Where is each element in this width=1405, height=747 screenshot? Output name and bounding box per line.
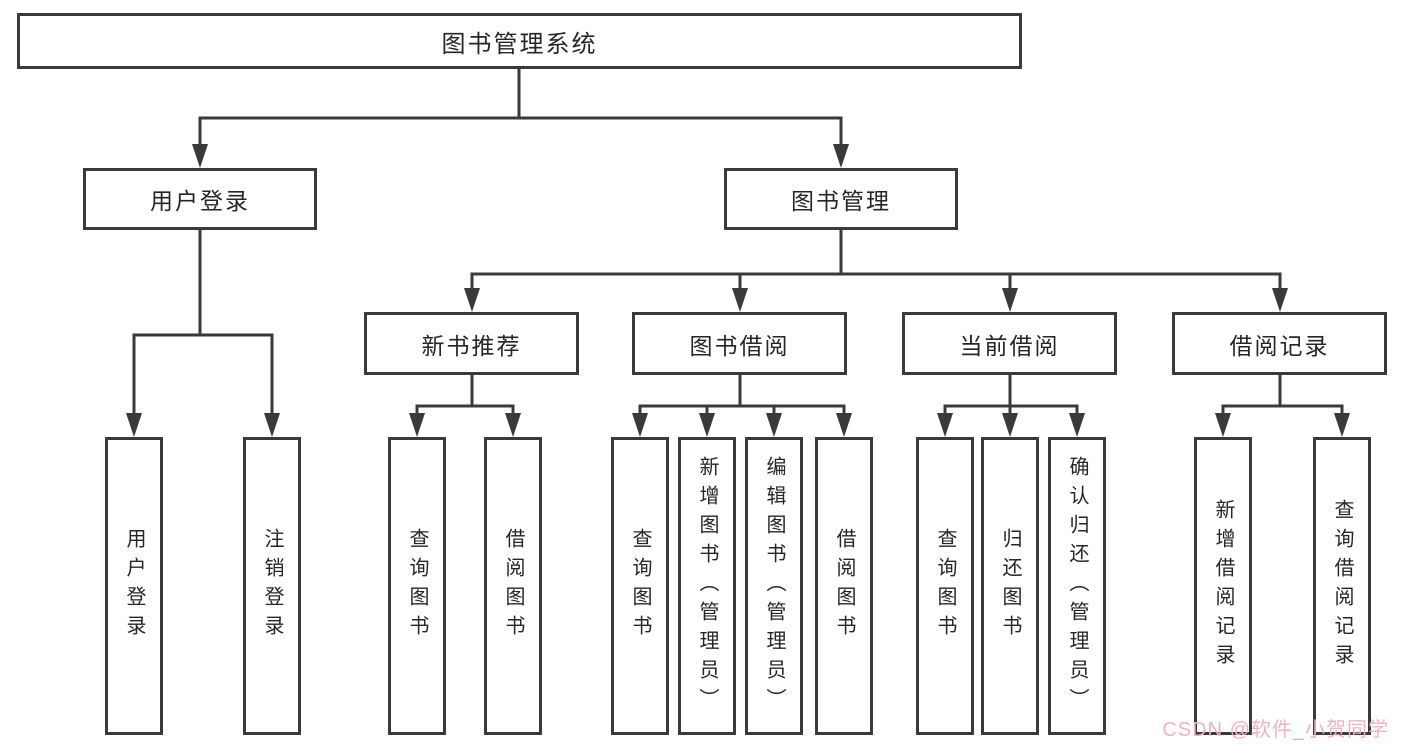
node-book-management-label: 图书管理: [791, 188, 891, 214]
arrow-icon: [1002, 413, 1018, 437]
node-book-borrow-label: 图书借阅: [689, 332, 790, 359]
node-leaf-record-add-label: 新增借阅记录: [1212, 499, 1234, 673]
arrow-icon: [192, 144, 208, 168]
node-leaf-current-return-label: 归还图书: [999, 528, 1021, 644]
node-leaf-record-query-label: 查询借阅记录: [1331, 499, 1353, 673]
arrow-icon: [409, 413, 425, 437]
arrow-icon: [1334, 413, 1350, 437]
node-current-borrow: 当前借阅: [902, 312, 1117, 375]
arrow-icon: [833, 144, 849, 168]
node-user-login-label: 用户登录: [150, 188, 250, 214]
arrow-icon: [937, 413, 953, 437]
node-leaf-logout: 注销登录: [243, 437, 301, 735]
arrow-icon: [264, 413, 280, 437]
arrow-icon: [126, 413, 142, 437]
node-leaf-current-return: 归还图书: [981, 437, 1039, 735]
arrow-icon: [1002, 288, 1018, 312]
node-leaf-newbook-query-label: 查询图书: [406, 528, 428, 644]
node-root-label: 图书管理系统: [441, 30, 598, 58]
arrow-icon: [766, 413, 782, 437]
watermark: CSDN @软件_小贺同学: [1162, 719, 1389, 741]
arrow-icon: [505, 413, 521, 437]
arrowheads: [126, 144, 1350, 437]
arrow-icon: [836, 413, 852, 437]
connector-path: [132, 67, 1344, 421]
arrow-icon: [699, 413, 715, 437]
node-book-borrow: 图书借阅: [632, 312, 847, 375]
node-leaf-borrow-edit: 编辑图书（管理员）: [745, 437, 803, 735]
node-leaf-newbook-borrow-label: 借阅图书: [502, 528, 524, 644]
node-new-book-recommend: 新书推荐: [364, 312, 579, 375]
node-leaf-record-query: 查询借阅记录: [1313, 437, 1371, 735]
node-leaf-user-login-label: 用户登录: [123, 528, 145, 644]
node-leaf-current-query: 查询图书: [916, 437, 974, 735]
node-borrow-record: 借阅记录: [1172, 312, 1387, 375]
node-user-login: 用户登录: [83, 168, 317, 230]
arrow-icon: [632, 413, 648, 437]
node-leaf-newbook-query: 查询图书: [388, 437, 446, 735]
node-leaf-current-confirm: 确认归还（管理员）: [1048, 437, 1106, 735]
node-borrow-record-label: 借阅记录: [1229, 332, 1330, 359]
node-leaf-borrow-query: 查询图书: [611, 437, 669, 735]
node-leaf-borrow-borrow-label: 借阅图书: [833, 528, 855, 644]
node-leaf-borrow-edit-label: 编辑图书（管理员）: [763, 455, 785, 717]
node-leaf-borrow-query-label: 查询图书: [629, 528, 651, 644]
node-current-borrow-label: 当前借阅: [959, 332, 1060, 359]
node-leaf-logout-label: 注销登录: [261, 528, 283, 644]
arrow-icon: [464, 288, 480, 312]
node-leaf-current-query-label: 查询图书: [934, 528, 956, 644]
node-leaf-borrow-add: 新增图书（管理员）: [678, 437, 736, 735]
node-book-management: 图书管理: [724, 168, 958, 230]
arrow-icon: [1215, 413, 1231, 437]
node-root: 图书管理系统: [17, 13, 1022, 69]
arrow-icon: [1272, 288, 1288, 312]
node-leaf-user-login: 用户登录: [105, 437, 163, 735]
node-leaf-current-confirm-label: 确认归还（管理员）: [1066, 455, 1088, 717]
node-new-book-recommend-label: 新书推荐: [421, 332, 522, 359]
node-leaf-borrow-add-label: 新增图书（管理员）: [696, 455, 718, 717]
arrow-icon: [1069, 413, 1085, 437]
node-leaf-borrow-borrow: 借阅图书: [815, 437, 873, 735]
node-leaf-newbook-borrow: 借阅图书: [484, 437, 542, 735]
node-leaf-record-add: 新增借阅记录: [1194, 437, 1252, 735]
arrow-icon: [732, 288, 748, 312]
